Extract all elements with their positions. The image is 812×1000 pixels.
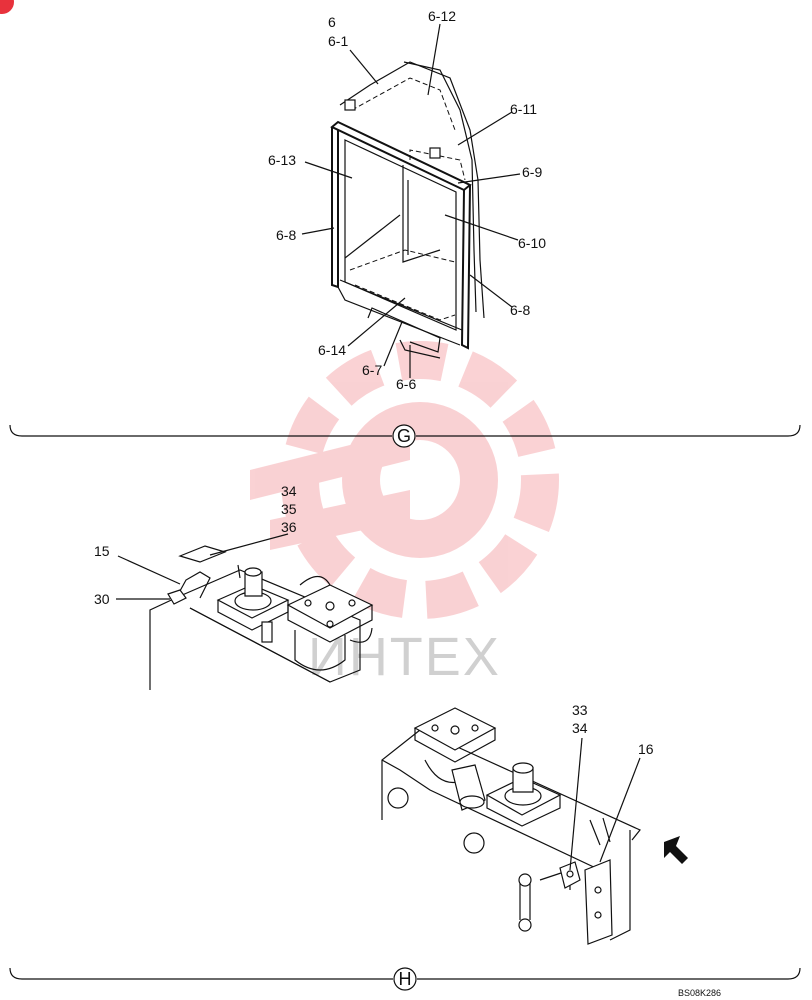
callout-30: 30	[94, 591, 110, 607]
callout-6-10: 6-10	[518, 235, 546, 251]
section-divider-g	[9, 424, 801, 448]
callout-6-7: 6-7	[362, 362, 382, 378]
corner-mark	[0, 0, 14, 14]
callout-15: 15	[94, 543, 110, 559]
callout-16: 16	[638, 741, 654, 757]
callout-6-8-left: 6-8	[276, 227, 296, 243]
leader-lines-h-lower	[569, 737, 641, 871]
callout-6-14: 6-14	[318, 342, 346, 358]
callout-6: 6	[328, 14, 336, 30]
leader-lines-g	[301, 23, 521, 378]
callout-34-upper: 34	[281, 483, 297, 499]
radiator-frame-drawing	[330, 61, 485, 359]
callout-6-13: 6-13	[268, 152, 296, 168]
section-divider-h	[9, 967, 801, 991]
section-marker-g: G	[397, 426, 411, 446]
callout-33: 33	[572, 702, 588, 718]
section-marker-h: H	[399, 969, 412, 989]
drawing-code: BS08K286	[678, 988, 721, 998]
watermark-gear-logo	[250, 341, 559, 619]
callout-6-1: 6-1	[328, 33, 348, 49]
watermark-text: ИНТЕХ	[308, 627, 501, 687]
callout-35: 35	[281, 501, 297, 517]
callout-6-8-right: 6-8	[510, 302, 530, 318]
direction-arrow-icon	[664, 836, 688, 864]
leader-lines-h-upper	[116, 533, 289, 600]
sensor-plate-drawing-upper	[149, 545, 374, 690]
callout-6-9: 6-9	[522, 164, 542, 180]
callout-36: 36	[281, 519, 297, 535]
callout-6-12: 6-12	[428, 8, 456, 24]
callout-34-lower: 34	[572, 720, 588, 736]
callout-6-6: 6-6	[396, 376, 416, 392]
callout-6-11: 6-11	[510, 101, 537, 117]
sensor-plate-drawing-lower	[381, 707, 688, 945]
